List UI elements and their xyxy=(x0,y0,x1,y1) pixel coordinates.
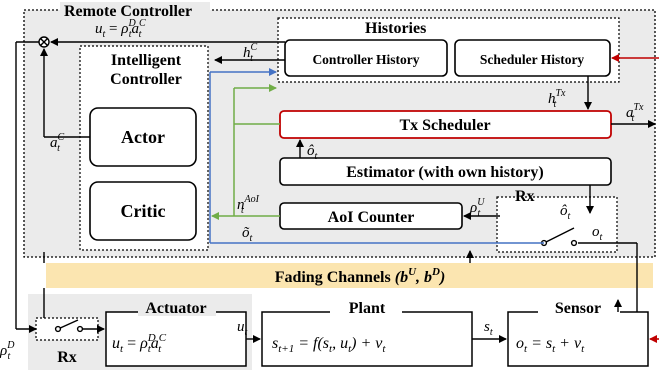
fading-channels-band xyxy=(46,263,653,288)
critic-box xyxy=(89,181,197,241)
actuator-box xyxy=(105,311,247,367)
estimator-label: Estimator (with own history) xyxy=(346,164,543,181)
controller-history-label: Controller History xyxy=(312,52,419,67)
fading-channels-label: Fading Channels (bU, bD) xyxy=(275,266,446,286)
aoi-counter-label: AoI Counter xyxy=(328,209,415,226)
actuator-title: Actuator xyxy=(145,300,206,317)
label-o-hat-rx: ôt xyxy=(560,203,571,222)
label-s-t: st xyxy=(484,319,493,338)
label-o-hat-top: ôt xyxy=(307,143,318,162)
plant-equation: st+1 = f(st, ut) + νt xyxy=(272,335,386,355)
rx-top-label: Rx xyxy=(515,188,535,205)
estimator-box xyxy=(279,157,612,186)
scheduler-history-box xyxy=(454,39,611,77)
black-connections xyxy=(15,36,638,343)
controller-history-box xyxy=(284,39,448,77)
sensor-box xyxy=(507,311,649,367)
actor-label: Actor xyxy=(121,127,165,147)
sensor-title: Sensor xyxy=(555,300,601,317)
histories-title: Histories xyxy=(365,20,426,37)
sensor-equation: ot = st + νt xyxy=(516,335,585,355)
intelligent-controller-title-1: Intelligent xyxy=(111,52,182,69)
intelligent-controller-title-2: Controller xyxy=(110,71,182,88)
scheduler-history-label: Scheduler History xyxy=(480,52,585,67)
red-connections xyxy=(611,54,659,343)
label-o-tilde: õt xyxy=(242,225,253,244)
label-u-t-plant: ut xyxy=(237,319,248,338)
label-o-t-rx: ot xyxy=(592,224,603,243)
plant-title: Plant xyxy=(349,300,386,317)
rx-bottom-label-text: Rx xyxy=(57,349,77,366)
critic-label: Critic xyxy=(121,201,166,221)
green-connections xyxy=(211,84,280,220)
tx-scheduler-label: Tx Scheduler xyxy=(399,117,490,134)
remote-controller-title: Remote Controller xyxy=(64,3,192,20)
blue-connections xyxy=(209,68,544,244)
